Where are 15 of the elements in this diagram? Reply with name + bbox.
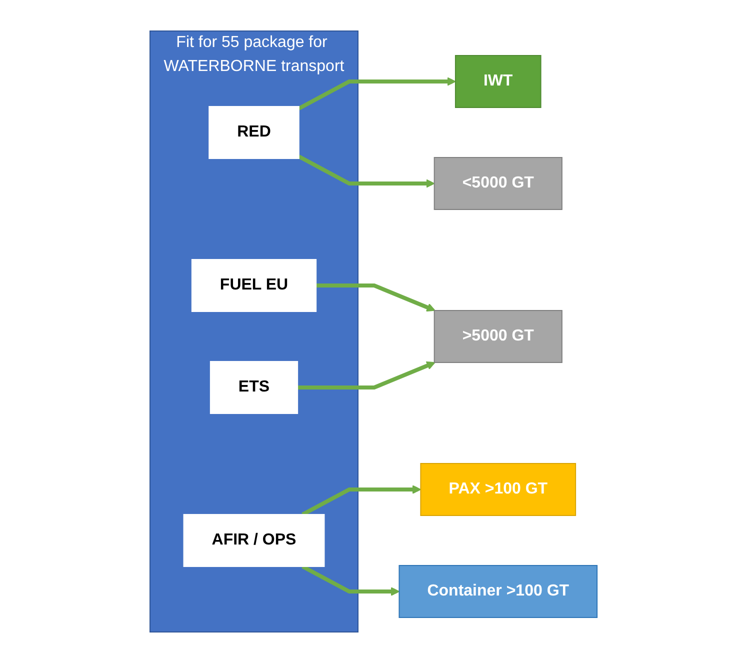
node-box: PAX >100 GT — [420, 463, 576, 516]
arrow — [302, 564, 400, 596]
node-box: Container >100 GT — [398, 564, 598, 618]
arrow — [316, 284, 436, 312]
node-box: >5000 GT — [434, 310, 562, 363]
arrow — [302, 485, 422, 516]
arrow — [298, 361, 436, 390]
arrow — [298, 154, 435, 188]
node-box: FUEL EU — [191, 259, 317, 312]
node-box: IWT — [454, 55, 542, 108]
arrow — [298, 77, 456, 110]
node-box: RED — [208, 106, 300, 159]
node-box: ETS — [210, 361, 298, 414]
node-box: <5000 GT — [434, 157, 562, 210]
node-box: AFIR / OPS — [183, 514, 325, 567]
